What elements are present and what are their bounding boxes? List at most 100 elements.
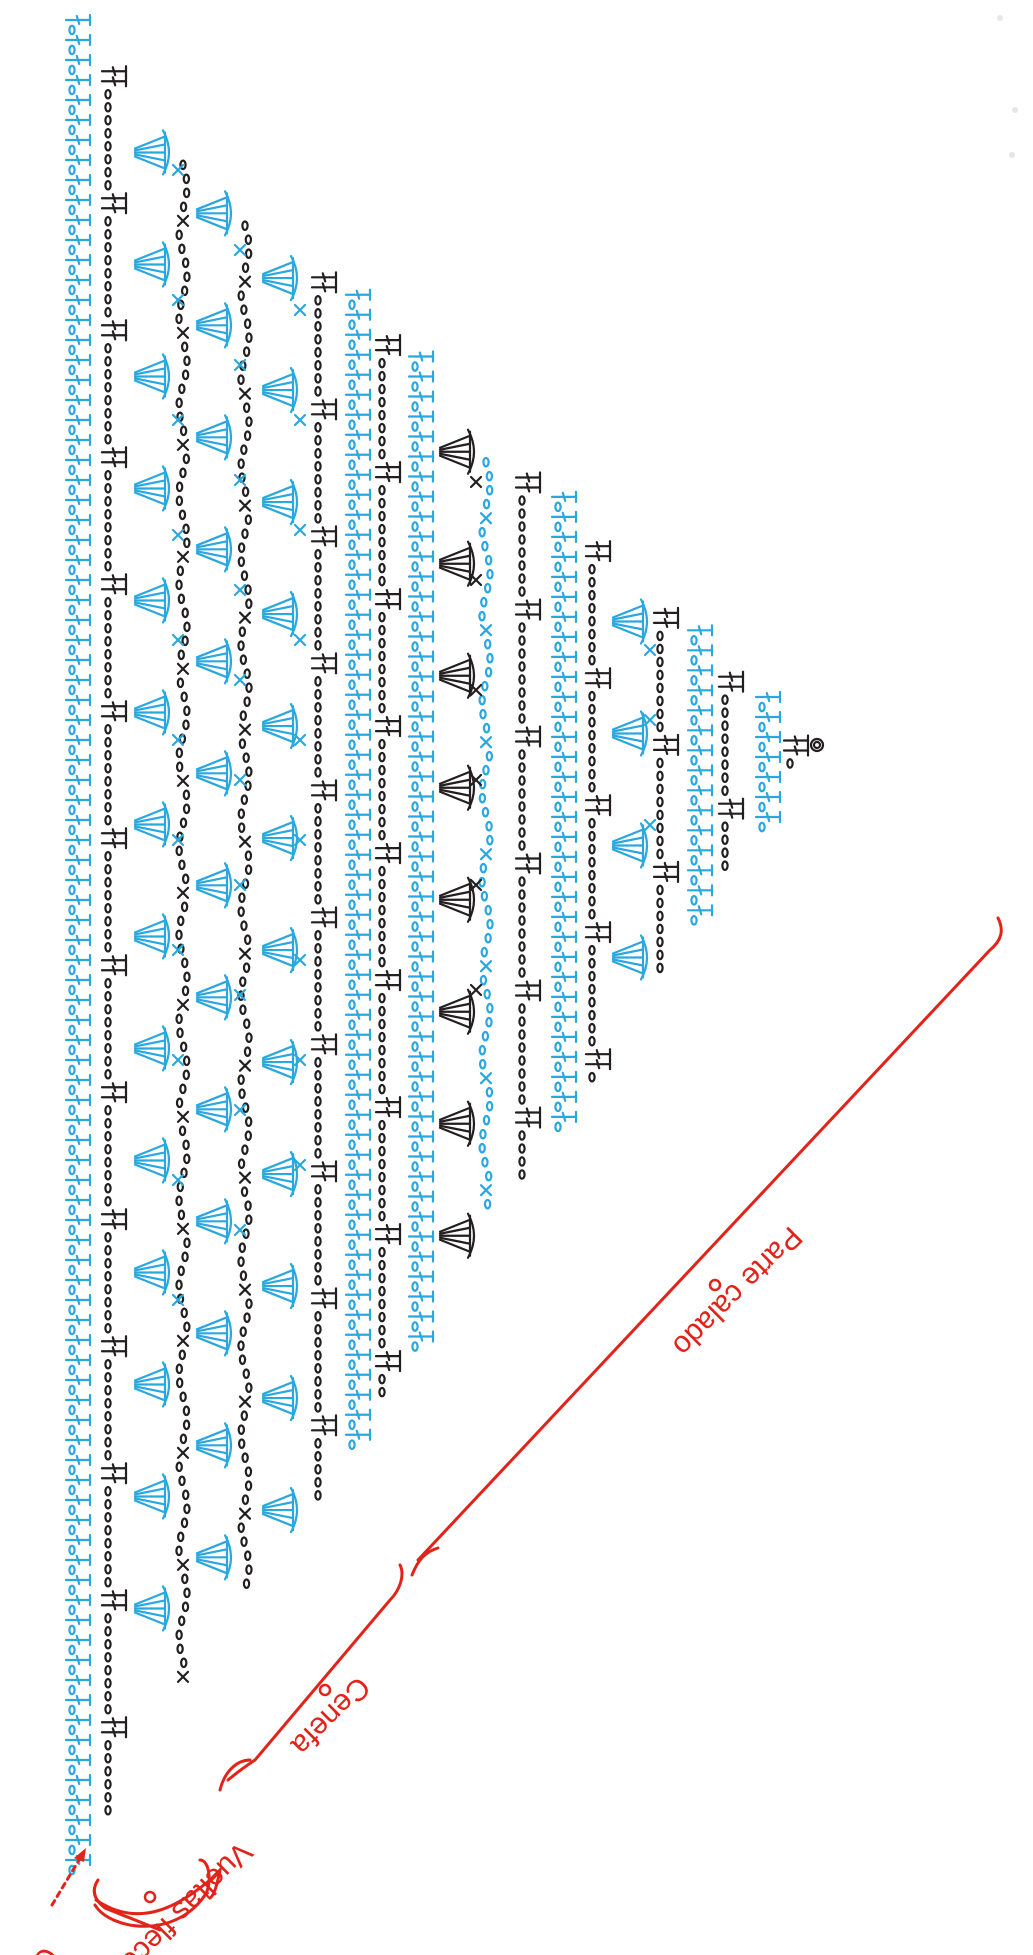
chain-stitch-icon [657, 951, 662, 959]
chain-stitch-icon [105, 471, 110, 479]
chain-stitch-icon [589, 757, 594, 765]
chain-stitch-icon [241, 305, 246, 313]
chain-stitch-icon [379, 450, 384, 458]
chain-stitch-icon [180, 511, 185, 519]
chain-stitch-icon [519, 841, 524, 849]
chain-stitch-icon [177, 231, 182, 239]
chain-stitch-icon [105, 1705, 110, 1713]
chain-stitch-icon [69, 1226, 74, 1234]
chain-stitch-icon [483, 458, 488, 466]
treble-crochet-icon [102, 193, 126, 203]
shell-stitch [440, 766, 474, 810]
chain-stitch-icon [657, 645, 662, 653]
stitch-row [552, 492, 576, 1131]
centro-arrow [52, 1855, 82, 1905]
chain-stitch-icon [412, 942, 417, 950]
chain-stitch-icon [519, 509, 524, 517]
treble-crochet-icon [66, 1355, 90, 1365]
chain-stitch-icon [246, 865, 251, 873]
treble-crochet-icon [66, 1595, 90, 1605]
chain-stitch-icon [105, 1246, 110, 1254]
chain-stitch-icon [349, 641, 354, 649]
treble-crochet-icon [66, 1075, 90, 1085]
chain-stitch-icon [379, 831, 384, 839]
chain-stitch-icon [315, 628, 320, 636]
chain-stitch-icon [105, 1627, 110, 1635]
chain-stitch-icon [555, 963, 560, 971]
chain-stitch-icon [246, 683, 251, 691]
chain-stitch-icon [555, 1103, 560, 1111]
treble-crochet-icon [102, 584, 126, 594]
chain-stitch-icon [412, 622, 417, 630]
treble-crochet-icon [552, 1112, 576, 1122]
chain-stitch-icon [412, 1042, 417, 1050]
chain-stitch-icon [69, 646, 74, 654]
chain-stitch-icon [69, 686, 74, 694]
treble-crochet-icon [66, 1755, 90, 1765]
chain-stitch-icon [315, 1237, 320, 1245]
chain-stitch-icon [691, 756, 696, 764]
chain-stitch-icon [105, 1806, 110, 1814]
chain-stitch-icon [69, 46, 74, 54]
treble-crochet-icon [346, 710, 370, 720]
chain-stitch-icon [69, 1146, 74, 1154]
chain-stitch-icon [519, 1030, 524, 1038]
chain-stitch-icon [657, 684, 662, 692]
treble-crochet-icon [66, 1115, 90, 1125]
chain-stitch-icon [315, 501, 320, 509]
treble-crochet-icon [346, 1210, 370, 1220]
chain-stitch-icon [242, 1187, 247, 1195]
treble-crochet-icon [66, 955, 90, 965]
shell-stitch [197, 1087, 231, 1131]
treble-crochet-icon [688, 685, 712, 695]
chain-stitch-icon [69, 1486, 74, 1494]
treble-crochet-icon [586, 1059, 610, 1069]
shell-stitch [440, 542, 474, 586]
treble-crochet-icon [66, 1335, 90, 1345]
chain-stitch-icon [481, 976, 486, 984]
stitch-row [440, 430, 474, 1258]
chain-stitch-icon [412, 422, 417, 430]
chain-stitch-icon [519, 574, 524, 582]
single-crochet-icon [173, 735, 183, 745]
chain-stitch-icon [105, 1425, 110, 1433]
chain-stitch-icon [315, 475, 320, 483]
treble-crochet-icon [66, 1515, 90, 1525]
chain-stitch-icon [589, 897, 594, 905]
chain-stitch-icon [589, 591, 594, 599]
single-crochet-icon [481, 1073, 491, 1083]
chain-stitch-icon [759, 723, 764, 731]
shell-stitch [135, 690, 169, 734]
chain-stitch-icon [519, 750, 524, 758]
treble-crochet-icon [102, 701, 126, 711]
label-vueltas-flecos: Vueltas flecos [104, 1835, 259, 1955]
chain-stitch-icon [379, 639, 384, 647]
chain-stitch-icon [315, 488, 320, 496]
chain-stitch-icon [184, 1589, 189, 1597]
chain-stitch-icon [412, 962, 417, 970]
chain-stitch-icon [69, 566, 74, 574]
shell-stitch [440, 430, 474, 474]
chain-stitch-icon [184, 623, 189, 631]
chain-stitch-icon [487, 486, 492, 494]
single-crochet-icon [240, 837, 250, 847]
treble-crochet-icon [312, 1415, 336, 1425]
chain-stitch-icon [379, 1287, 384, 1295]
chain-stitch-icon [69, 1846, 74, 1854]
chain-stitch-icon [69, 746, 74, 754]
chain-stitch-icon [349, 321, 354, 329]
chain-stitch-icon [183, 721, 188, 729]
chain-stitch-icon [315, 615, 320, 623]
chain-stitch-icon [239, 809, 244, 817]
chain-stitch-icon [722, 747, 727, 755]
chain-stitch-icon [105, 243, 110, 251]
chain-stitch-icon [315, 576, 320, 584]
chain-stitch-icon [184, 273, 189, 281]
chain-stitch-icon [69, 806, 74, 814]
stitch-row [409, 352, 433, 1351]
shell-stitch [197, 863, 231, 907]
chain-stitch-icon [379, 652, 384, 660]
treble-crochet-icon [312, 282, 336, 292]
chain-stitch-icon [589, 884, 594, 892]
chain-stitch-icon [379, 1388, 384, 1396]
